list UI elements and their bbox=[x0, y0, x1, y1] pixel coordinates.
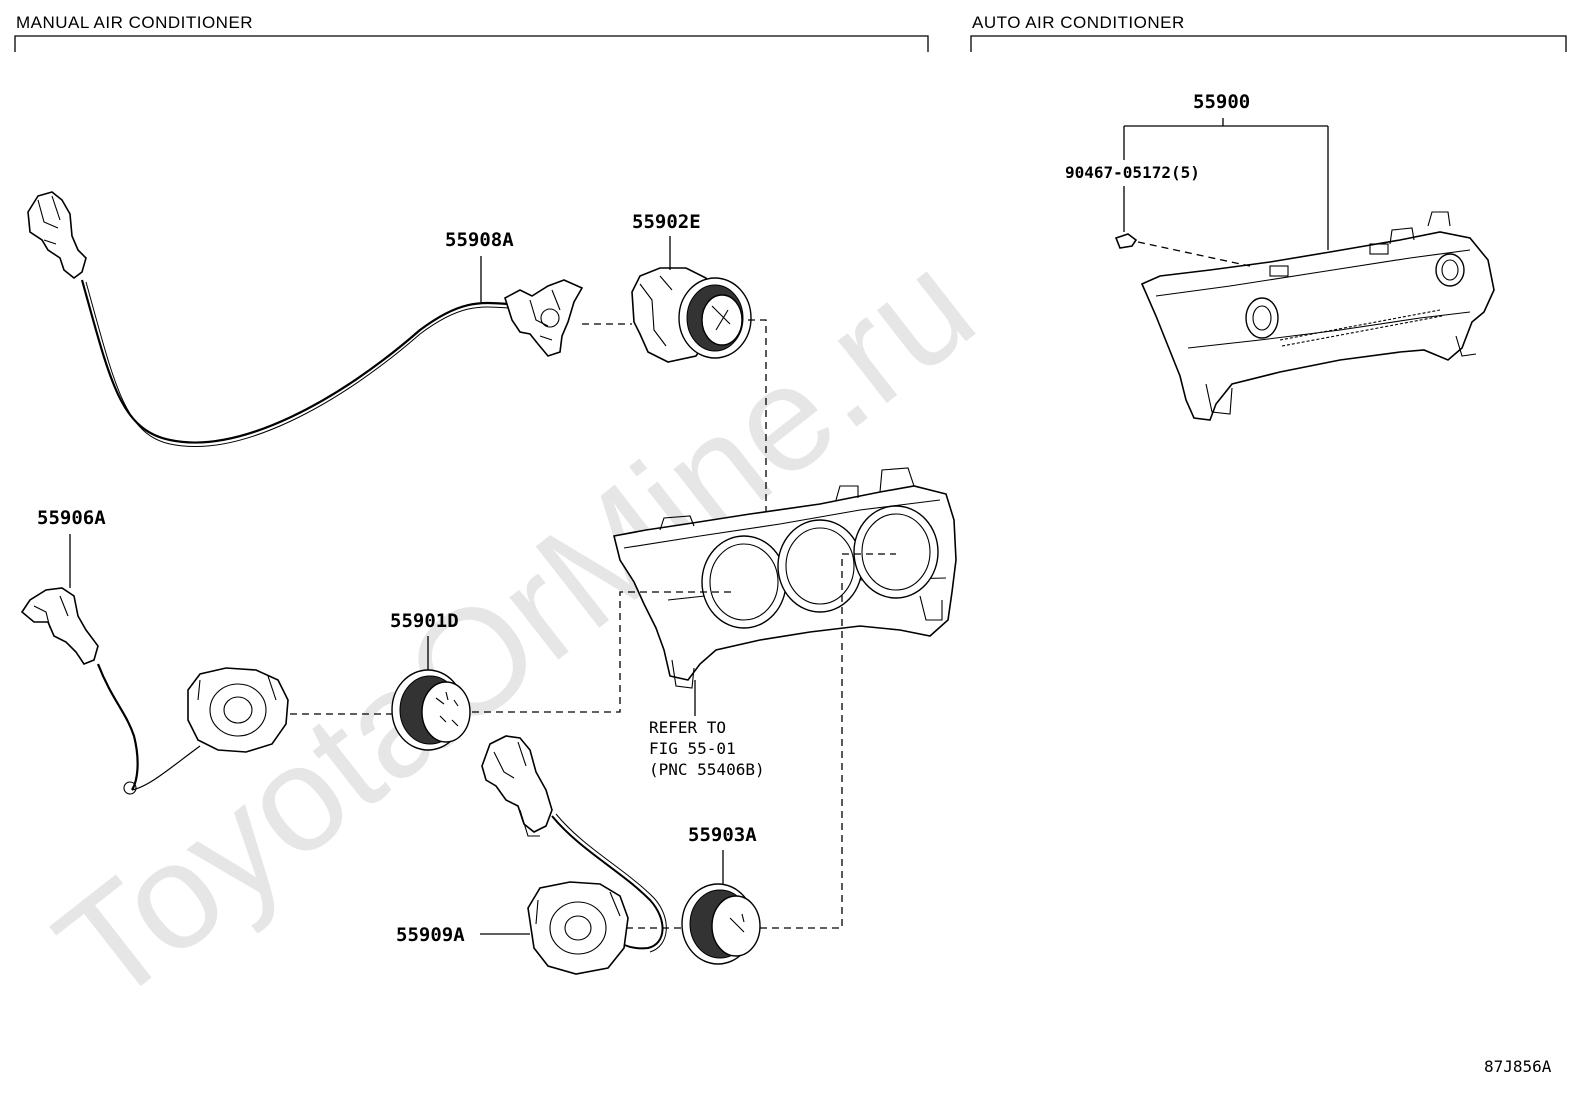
label-55908A: 55908A bbox=[445, 229, 514, 251]
label-55900: 55900 bbox=[1193, 91, 1250, 113]
part-55901D-knob bbox=[391, 669, 471, 751]
label-55902E: 55902E bbox=[632, 211, 701, 233]
label-bolt-90467-05172: 90467-05172(5) bbox=[1065, 163, 1200, 182]
part-control-bezel bbox=[613, 467, 957, 689]
part-55908A-harness bbox=[27, 191, 584, 447]
manual-section-title: MANUAL AIR CONDITIONER bbox=[16, 13, 253, 32]
label-55909A: 55909A bbox=[396, 924, 465, 946]
refer-note-line2: FIG 55-01 bbox=[649, 739, 736, 758]
manual-section-header: MANUAL AIR CONDITIONER bbox=[14, 13, 929, 52]
watermark: ToyotaOrMine.ru bbox=[26, 220, 1003, 1035]
auto-section-header: AUTO AIR CONDITIONER bbox=[970, 13, 1567, 52]
auto-section-title: AUTO AIR CONDITIONER bbox=[972, 13, 1185, 32]
screw-clip bbox=[1114, 233, 1138, 249]
part-55903A-knob bbox=[681, 883, 761, 965]
refer-note-line3: (PNC 55406B) bbox=[649, 760, 765, 779]
refer-note: REFER TO FIG 55-01 (PNC 55406B) bbox=[649, 718, 765, 779]
part-55909A-harness bbox=[481, 735, 667, 975]
label-55903A: 55903A bbox=[688, 824, 757, 846]
part-55902E-switch bbox=[631, 267, 752, 363]
label-55906A: 55906A bbox=[37, 507, 106, 529]
figure-code: 87J856A bbox=[1484, 1057, 1552, 1076]
label-55901D: 55901D bbox=[390, 610, 459, 632]
refer-note-line1: REFER TO bbox=[649, 718, 726, 737]
part-55900-control-panel bbox=[1140, 211, 1495, 421]
part-55906A-harness bbox=[20, 587, 289, 795]
